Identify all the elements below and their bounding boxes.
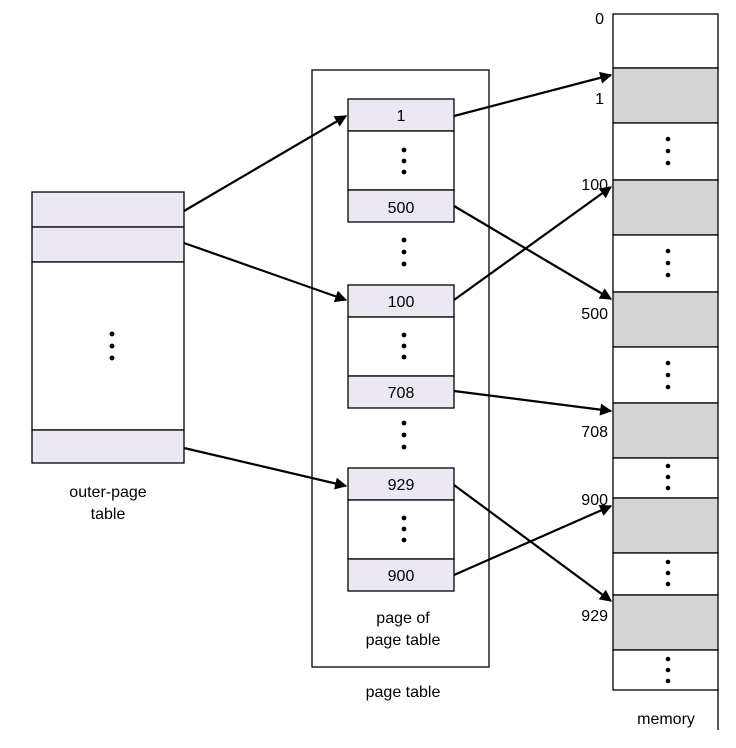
page-table-entry — [347, 98, 455, 132]
memory-gap — [612, 234, 719, 293]
page-table-gap — [347, 499, 455, 560]
memory-gap — [612, 346, 719, 404]
vertical-ellipsis-icon — [665, 248, 671, 278]
vertical-ellipsis-icon — [665, 559, 671, 587]
page-table-entry-value: 708 — [388, 385, 415, 402]
vertical-ellipsis-icon — [665, 656, 671, 684]
arrows — [183, 71, 613, 602]
outer-table-caption-line1: outer-page — [69, 484, 146, 501]
page-table: 1 500 100 708 — [311, 69, 490, 701]
memory-address-label: 929 — [581, 608, 608, 625]
memory-address-label: 500 — [581, 306, 608, 323]
page-table-entry-value: 929 — [388, 477, 415, 494]
memory-frame — [612, 402, 719, 459]
outer-table-entry-last — [31, 429, 185, 464]
arrow-outer-0-to-group-1 — [183, 115, 348, 212]
page-table-entry-value: 100 — [388, 294, 415, 311]
memory-gap — [612, 457, 719, 499]
vertical-ellipsis-icon — [401, 515, 407, 543]
inner-page-caption-line2: page table — [366, 632, 441, 649]
memory-frame — [612, 291, 719, 348]
vertical-ellipsis-icon — [401, 332, 407, 360]
page-table-entry — [347, 467, 455, 501]
outer-table-gap — [31, 261, 185, 431]
outer-page-table: outer-page table — [31, 191, 185, 523]
memory-frame — [612, 179, 719, 236]
arrow-outer-last-to-group-3 — [183, 446, 348, 490]
outer-table-caption-line2: table — [91, 506, 126, 523]
memory-frame — [612, 594, 719, 651]
arrow-entry-929-to-frame-929 — [453, 484, 612, 602]
arrow-entry-500-to-frame-500 — [453, 205, 613, 300]
outer-table-entry-1 — [31, 226, 185, 263]
vertical-ellipsis-icon — [401, 237, 407, 267]
arrow-entry-100-to-frame-100 — [453, 186, 612, 301]
page-table-entry — [347, 558, 455, 592]
memory-address-label: 708 — [581, 424, 608, 441]
page-table-group-2: 100 708 — [347, 284, 455, 409]
page-table-entry-value: 500 — [388, 200, 415, 217]
page-table-group-3: 929 900 — [347, 467, 455, 592]
outer-table-entry-0 — [31, 191, 185, 228]
vertical-ellipsis-icon — [665, 136, 671, 166]
page-table-entry — [347, 189, 455, 223]
memory-frame — [612, 67, 719, 124]
arrow-entry-1-to-frame-1 — [453, 71, 613, 118]
page-table-gap — [347, 316, 455, 377]
vertical-ellipsis-icon — [109, 331, 115, 361]
arrow-entry-708-to-frame-708 — [453, 389, 613, 416]
page-table-entry — [347, 284, 455, 318]
memory-caption: memory — [637, 711, 695, 728]
memory: 0 1 100 500 708 900 929 memory — [581, 11, 719, 730]
page-table-entry-value: 900 — [388, 568, 415, 585]
inner-page-caption-line1: page of — [376, 610, 430, 627]
memory-gap — [612, 13, 719, 69]
page-table-gap — [347, 130, 455, 191]
page-table-caption: page table — [366, 684, 441, 701]
vertical-ellipsis-icon — [401, 420, 407, 450]
page-table-entry-value: 1 — [397, 108, 406, 125]
memory-gap — [612, 122, 719, 181]
memory-address-label: 900 — [581, 492, 608, 509]
arrow-outer-1-to-group-2 — [183, 241, 348, 303]
memory-gap — [612, 552, 719, 596]
vertical-ellipsis-icon — [665, 463, 671, 491]
memory-frame — [612, 497, 719, 554]
arrow-entry-900-to-frame-900 — [453, 504, 613, 577]
vertical-ellipsis-icon — [665, 360, 671, 390]
memory-address-label: 0 — [595, 11, 604, 28]
memory-address-label: 1 — [595, 91, 604, 108]
memory-gap — [612, 649, 719, 691]
page-table-group-1: 1 500 — [347, 98, 455, 223]
vertical-ellipsis-icon — [401, 147, 407, 175]
page-table-frame — [311, 69, 490, 668]
